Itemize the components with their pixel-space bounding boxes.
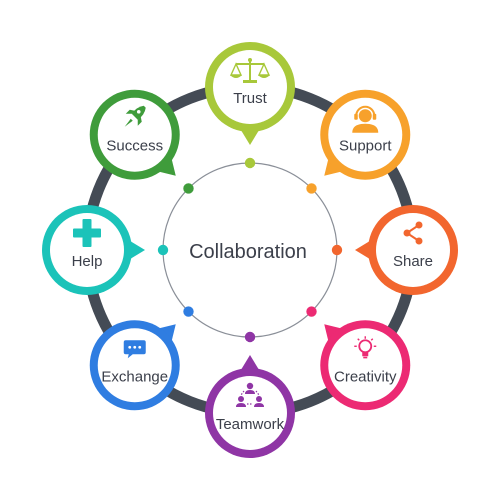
chat-bubble-icon [123, 340, 146, 359]
node-trust-face [213, 50, 287, 124]
dot-exchange [183, 306, 194, 317]
node-support-face [328, 97, 403, 172]
node-exchange-label: Exchange [101, 368, 168, 385]
plus-icon [73, 219, 101, 247]
center-label: Collaboration [189, 241, 307, 263]
node-teamwork-face [213, 376, 287, 450]
node-trust-label: Trust [233, 90, 267, 107]
node-exchange-face [97, 328, 172, 403]
dot-teamwork [244, 331, 256, 343]
dot-share [331, 244, 343, 256]
node-creativity: Creativity [320, 320, 411, 411]
node-success-face [97, 97, 172, 172]
balance-scale-icon [229, 58, 271, 83]
dot-creativity [306, 306, 317, 317]
node-creativity-face [328, 328, 403, 403]
share-icon [403, 221, 423, 245]
node-help-label: Help [72, 253, 103, 270]
dot-trust [244, 157, 256, 169]
node-share-face [376, 213, 450, 287]
node-support-label: Support [339, 138, 392, 155]
node-help: Help [42, 205, 132, 295]
dot-success [183, 183, 194, 194]
node-teamwork: Teamwork [205, 368, 295, 458]
dot-help [157, 244, 169, 256]
teamwork-icon [236, 382, 264, 407]
node-exchange: Exchange [89, 320, 180, 411]
lightbulb-icon [354, 336, 377, 359]
node-success-label: Success [106, 138, 163, 155]
inner-dots [157, 157, 343, 343]
node-success: Success [89, 89, 180, 180]
node-creativity-label: Creativity [334, 368, 397, 385]
node-teamwork-label: Teamwork [216, 416, 285, 433]
node-share: Share [368, 205, 458, 295]
node-trust: Trust [205, 42, 295, 132]
node-help-face [50, 213, 124, 287]
support-agent-icon [352, 105, 379, 133]
node-share-label: Share [393, 253, 433, 270]
node-support: Support [320, 89, 411, 180]
rocket-icon [124, 105, 146, 127]
dot-support [306, 183, 317, 194]
